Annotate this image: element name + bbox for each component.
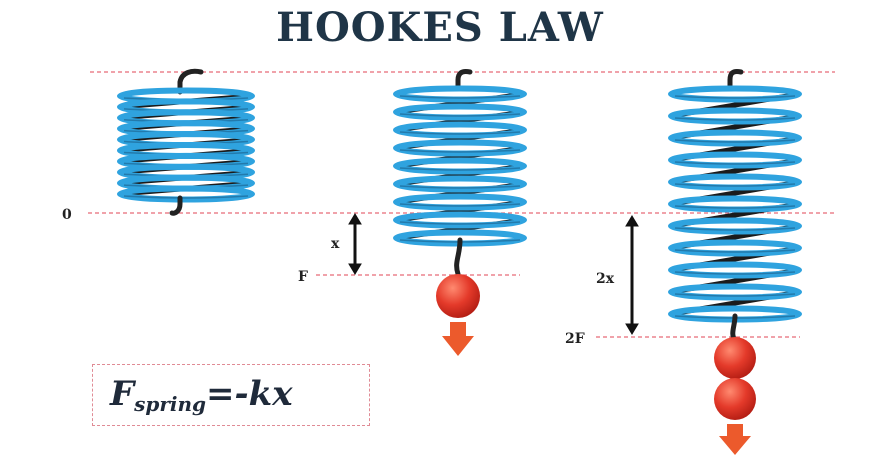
spring-coil-shade: [674, 227, 796, 231]
spring-coil: [393, 193, 527, 211]
weight-ball-upper: [714, 337, 756, 379]
spring-coil: [668, 129, 802, 147]
spring-coil: [668, 239, 802, 257]
weight-ball: [436, 274, 480, 318]
spring-coil: [393, 157, 527, 175]
spring-coil-shade: [123, 195, 249, 199]
spring-coil-shade: [674, 139, 796, 143]
two-x-label: 2x: [596, 271, 615, 287]
spring-coil-shade: [674, 183, 796, 187]
spring-coil-shade: [674, 249, 796, 253]
weight-ball-lower: [714, 378, 756, 420]
x-displacement-arrow: [348, 213, 362, 275]
formula-subscript: spring: [134, 392, 207, 416]
spring-coil: [668, 217, 802, 235]
spring-coil: [393, 103, 527, 121]
diagram-title: HOOKES LAW: [276, 4, 604, 51]
spring-coil-shade: [674, 293, 796, 297]
spring-coil: [668, 107, 802, 125]
spring-coil: [393, 85, 527, 103]
two-f-label: 2F: [565, 331, 585, 347]
spring-coil-shade: [399, 149, 521, 153]
spring-coil: [668, 195, 802, 213]
zero-label: 0: [62, 207, 72, 223]
spring-coil-shade: [674, 271, 796, 275]
spring-coil: [393, 175, 527, 193]
spring-coil-shade: [674, 161, 796, 165]
two-x-displacement-arrow: [625, 215, 639, 335]
x-label: x: [331, 236, 340, 252]
spring-coil-shade: [399, 95, 521, 99]
formula-rhs: =-kx: [206, 374, 293, 414]
formula-symbol: F: [110, 374, 135, 414]
spring-coil: [393, 211, 527, 229]
down-arrow-icon: [719, 424, 751, 455]
spring-coil: [668, 173, 802, 191]
spring-coil-shade: [674, 95, 796, 99]
spring-coil-shade: [399, 185, 521, 189]
spring-coil-shade: [399, 113, 521, 117]
spring-coil-shade: [674, 205, 796, 209]
spring-coil: [117, 185, 255, 203]
spring-coil: [393, 121, 527, 139]
hookes-law-formula: Fspring=-kx: [110, 374, 292, 416]
spring-coil: [668, 283, 802, 301]
stretched-spring-2x: [668, 69, 802, 343]
formula-box: [92, 364, 370, 426]
spring-coil-shade: [399, 221, 521, 225]
spring-coil: [393, 139, 527, 157]
spring-coil-shade: [399, 131, 521, 135]
spring-coil: [668, 261, 802, 279]
relaxed-spring: [117, 68, 255, 216]
spring-coil: [668, 151, 802, 169]
down-arrow-icon: [442, 322, 474, 356]
spring-coil: [668, 85, 802, 103]
stretched-spring-x: [393, 69, 527, 277]
f-label: F: [298, 269, 308, 285]
spring-coil-shade: [399, 203, 521, 207]
spring-coil-shade: [399, 167, 521, 171]
spring-coil-shade: [674, 117, 796, 121]
